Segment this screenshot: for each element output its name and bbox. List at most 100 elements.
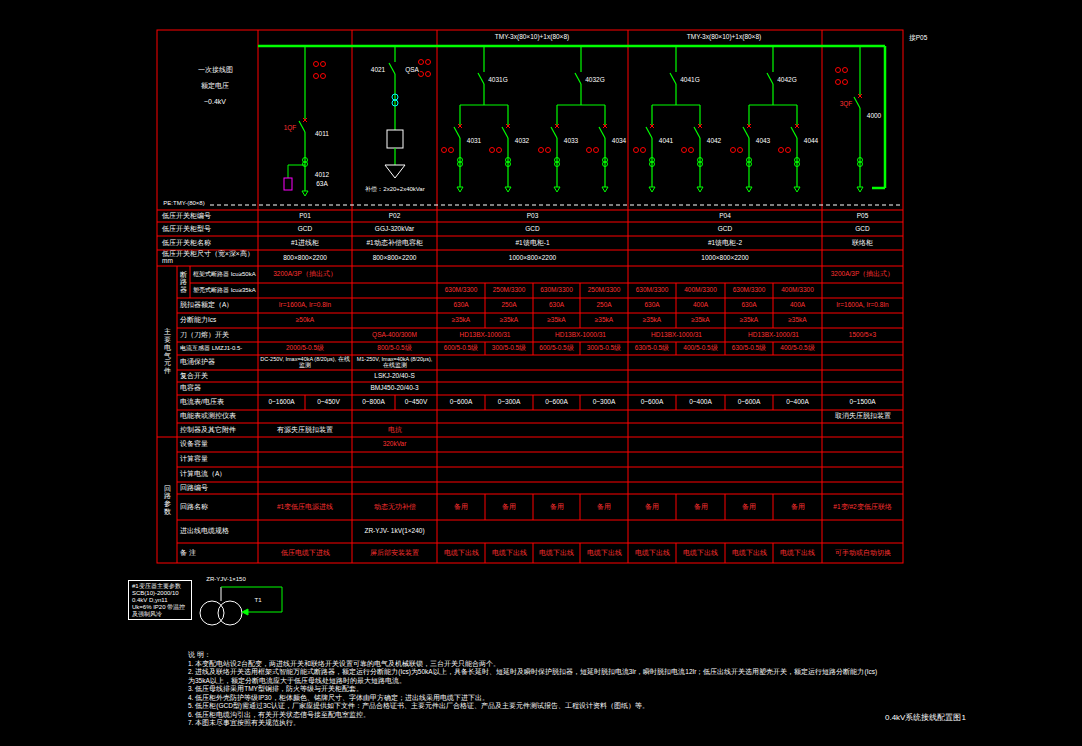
switch-blade bbox=[646, 127, 652, 138]
table-cell: HD13BX-1000/31 bbox=[437, 328, 533, 342]
breaker-mark bbox=[458, 124, 462, 128]
transformer-winding bbox=[200, 601, 224, 625]
section-label: 回路参数 bbox=[164, 485, 171, 516]
cell-text: GGJ-320kVar bbox=[375, 226, 414, 233]
cell-text: 电容器 bbox=[180, 385, 201, 392]
cell-rule bbox=[773, 283, 774, 298]
cell-rule bbox=[725, 494, 726, 520]
cell-text: 0~1600A bbox=[268, 399, 294, 406]
indicator-lamp bbox=[426, 72, 431, 77]
indicator-lamp bbox=[490, 148, 495, 153]
table-cell: 电缆下出线 bbox=[628, 543, 676, 563]
cell-text: 低压开关柜尺寸（宽×深×高）mm bbox=[162, 251, 257, 265]
cell-text: 备用 bbox=[597, 504, 611, 511]
reactor-symbol bbox=[392, 100, 398, 106]
table-cell: GCD bbox=[258, 222, 352, 236]
table-cell: ≥35kA bbox=[628, 313, 676, 328]
cell-text: 630M/3300 bbox=[733, 287, 766, 294]
cell-text: 0~300A bbox=[498, 399, 521, 406]
table-rule bbox=[177, 395, 903, 396]
table-rule bbox=[177, 543, 903, 544]
table-cell: 低压电缆下进线 bbox=[258, 543, 352, 563]
symbol-label: TMY-3x(80×10)+1x(80×8) bbox=[494, 33, 570, 40]
breaker-mark bbox=[303, 118, 307, 122]
table-cell: 复合开关 bbox=[177, 370, 258, 382]
table-cell: P03 bbox=[437, 210, 628, 222]
cell-text: 630A bbox=[644, 302, 659, 309]
outlet-arrow bbox=[857, 187, 863, 192]
table-cell: 0~1600A bbox=[258, 395, 305, 410]
table-cell: 400M/3300 bbox=[773, 283, 822, 298]
table-rule bbox=[177, 266, 178, 563]
table-cell: 800×800×2200 bbox=[352, 250, 437, 266]
table-cell: 备用 bbox=[725, 494, 773, 520]
switch-blade bbox=[454, 127, 460, 138]
indicator-lamp bbox=[786, 148, 791, 153]
cell-text: 低压开关柜编号 bbox=[162, 213, 211, 220]
cell-text: ≥35kA bbox=[452, 317, 470, 324]
table-cell: 备用 bbox=[628, 494, 676, 520]
indicator-lamp bbox=[594, 148, 599, 153]
cell-rule bbox=[580, 395, 581, 410]
table-rule bbox=[157, 236, 903, 237]
table-cell: ≥35kA bbox=[725, 313, 773, 328]
cell-rule bbox=[676, 494, 677, 520]
table-cell: 0~450V bbox=[395, 395, 437, 410]
cell-text: #1馈电柜-1 bbox=[515, 240, 549, 247]
feeder-line bbox=[394, 148, 395, 165]
breaker-mark bbox=[795, 124, 799, 128]
cell-text: 备用 bbox=[694, 504, 708, 511]
table-cell: 400A bbox=[676, 298, 725, 313]
cell-rule bbox=[305, 395, 306, 410]
indicator-lamp bbox=[738, 148, 743, 153]
table-cell: ≥35kA bbox=[676, 313, 725, 328]
ct-symbol bbox=[603, 162, 608, 167]
symbol-label: ~0.4kV bbox=[203, 98, 227, 106]
cell-rule bbox=[395, 395, 396, 410]
cell-text: 400A bbox=[790, 302, 805, 309]
table-cell: 框架式断路器 Icu≥50kA bbox=[190, 266, 258, 283]
symbol-label: 补偿：2x20+2x40kVar bbox=[364, 186, 425, 193]
table-cell: 备用 bbox=[485, 494, 533, 520]
symbol-label: 4043 bbox=[755, 137, 771, 144]
feeder-line bbox=[772, 46, 773, 72]
cell-text: 0~300A bbox=[593, 399, 616, 406]
table-rule bbox=[157, 222, 903, 223]
ct-symbol bbox=[698, 162, 703, 167]
indicator-lamp bbox=[419, 60, 424, 65]
cell-rule bbox=[725, 313, 726, 328]
cell-text: 电缆下出线 bbox=[683, 550, 718, 557]
table-cell: 电缆下出线 bbox=[533, 543, 580, 563]
outlet-arrow bbox=[505, 187, 511, 192]
table-cell: 2000/5-0.5级 bbox=[258, 342, 352, 355]
cell-rule bbox=[725, 543, 726, 563]
cell-text: HD13BX-1000/31 bbox=[460, 332, 511, 339]
table-cell: #1变/#2变低压联络 bbox=[822, 494, 903, 520]
cell-text: ≥50kA bbox=[296, 317, 314, 324]
cell-text: 电抗 bbox=[388, 427, 402, 434]
table-cell: 0~1500A bbox=[822, 395, 903, 410]
cell-text: 设备容量 bbox=[180, 441, 208, 448]
table-cell: BMJ450-20/40-3 bbox=[352, 382, 437, 395]
cell-rule bbox=[676, 395, 677, 410]
cell-rule bbox=[580, 342, 581, 355]
table-cell: 备用 bbox=[773, 494, 822, 520]
cell-rule bbox=[580, 494, 581, 520]
outlet-arrow bbox=[697, 187, 703, 192]
table-cell: P05 bbox=[822, 210, 903, 222]
cell-text: Ir=1600A, Ir=0.8In bbox=[836, 302, 888, 309]
table-cell: 320kVar bbox=[352, 437, 437, 452]
table-cell: 主要电气元件 bbox=[157, 266, 177, 437]
cell-rule bbox=[533, 328, 534, 342]
breaker-mark bbox=[506, 124, 510, 128]
indicator-lamp bbox=[843, 80, 848, 85]
table-cell: 电缆下出线 bbox=[437, 543, 485, 563]
column-rule bbox=[352, 30, 353, 563]
table-cell: 0~300A bbox=[580, 395, 628, 410]
cell-text: 400M/3300 bbox=[684, 287, 717, 294]
symbol-label: 4033 bbox=[563, 137, 579, 144]
table-cell: 630M/3300 bbox=[533, 283, 580, 298]
controller-box bbox=[387, 130, 403, 148]
cell-text: ≥35kA bbox=[500, 317, 518, 324]
cell-text: 800×800×2200 bbox=[373, 255, 417, 262]
